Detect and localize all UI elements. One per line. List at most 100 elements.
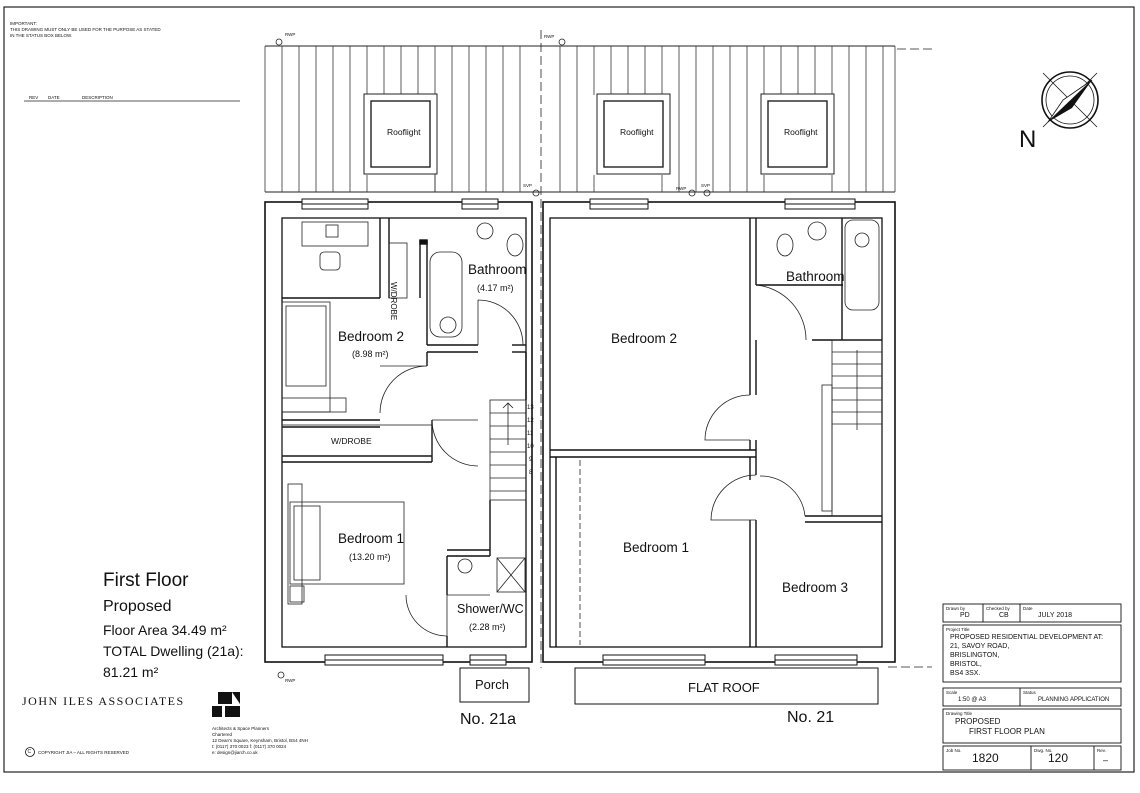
stair-number: 8 xyxy=(529,470,533,476)
rwp-label: RWP xyxy=(285,678,296,683)
room-label-21a-bedroom1: Bedroom 1 xyxy=(338,531,405,546)
stair-number: 9 xyxy=(529,457,533,463)
drawing-title-line: FIRST FLOOR PLAN xyxy=(969,727,1045,736)
floor-subtitle: Proposed xyxy=(103,598,172,615)
copyright-notice: COPYRIGHT JIA – ALL RIGHTS RESERVED xyxy=(38,750,129,755)
copyright-symbol: C xyxy=(27,748,32,755)
svp-marker xyxy=(703,189,711,197)
svp-marker xyxy=(532,189,540,197)
north-arrow-icon xyxy=(1041,71,1099,129)
wardrobe-label: W/DROBE xyxy=(331,436,372,446)
rev-value: – xyxy=(1103,755,1109,765)
project-line: 21, SAVOY ROAD, xyxy=(950,643,1010,650)
company-address-line: Architects & Space Planners xyxy=(212,726,270,731)
company-address-line: 12 Dean's Square, Keynsham, Bristol, BS4… xyxy=(212,738,308,743)
rooflight-1 xyxy=(363,93,438,175)
dwelling-label-21: No. 21 xyxy=(787,709,835,726)
project-title-label: Project Title xyxy=(946,627,970,632)
scale-value: 1:50 @ A3 xyxy=(958,697,987,703)
total-dwelling-value: 81.21 m² xyxy=(103,664,159,680)
room-label-21-bathroom: Bathroom xyxy=(786,269,845,284)
room-label-21-bedroom2: Bedroom 2 xyxy=(611,331,678,346)
drawing-title-line: PROPOSED xyxy=(955,717,1001,726)
dwg-no-value: 120 xyxy=(1048,751,1069,765)
drawn-by-value: PD xyxy=(960,612,970,619)
status-value: PLANNING APPLICATION xyxy=(1038,697,1110,703)
stair-number: 12 xyxy=(527,418,534,424)
windows-21a xyxy=(301,198,507,666)
north-label: N xyxy=(1019,126,1037,153)
important-note-line: THIS DRAWING MUST ONLY BE USED FOR THE P… xyxy=(10,27,161,32)
rooflight-label: Rooflight xyxy=(620,127,654,137)
copyright-icon xyxy=(25,747,35,757)
dwg-no-label: Dwg. No. xyxy=(1034,748,1053,753)
rooflight-label: Rooflight xyxy=(387,127,421,137)
drawn-by-label: Drawn by xyxy=(946,606,966,611)
porch-outline xyxy=(459,667,530,703)
checked-by-label: Checked by xyxy=(986,606,1010,611)
rooflight-3 xyxy=(760,93,835,175)
wardrobe-label-vertical: W/DROBE xyxy=(389,282,398,321)
project-line: BRISTOL, xyxy=(950,661,982,668)
date-value: JULY 2018 xyxy=(1038,612,1072,619)
svp-label: SVP xyxy=(523,183,533,188)
room-label-21a-bathroom: Bathroom xyxy=(468,262,527,277)
svp-label: SVP xyxy=(701,183,711,188)
door-swings-21 xyxy=(704,284,807,521)
rev-label: Rev. xyxy=(1097,748,1106,753)
room-label-21a-shower: Shower/WC xyxy=(457,602,524,616)
stair-number: 13 xyxy=(527,405,534,411)
sheet-border xyxy=(3,6,1135,773)
drawing-title-label: Drawing Title xyxy=(946,711,973,716)
company-name: JOHN ILES ASSOCIATES xyxy=(22,694,185,708)
important-note-heading: IMPORTANT: xyxy=(10,21,37,26)
date-label: Date xyxy=(1023,606,1033,611)
company-address-line: e: design@jiarch.co.uk xyxy=(212,750,258,755)
room-area-21a-shower: (2.28 m²) xyxy=(469,622,506,632)
door-swings-21a xyxy=(379,299,524,637)
room-area-21a-bedroom2: (8.98 m²) xyxy=(352,349,389,359)
room-area-21a-bathroom: (4.17 m²) xyxy=(477,283,514,293)
company-address-line: t: (0117) 370 0023 f: (0117) 370 0024 xyxy=(212,744,287,749)
scale-label: Scale xyxy=(946,690,958,695)
room-label-21a-bedroom2: Bedroom 2 xyxy=(338,329,405,344)
title-block xyxy=(942,603,1122,771)
rooflight-label: Rooflight xyxy=(784,127,818,137)
windows-21 xyxy=(589,198,858,666)
flat-roof-outline xyxy=(574,667,879,705)
furniture-21a xyxy=(281,221,526,605)
rwp-label: RWP xyxy=(285,32,296,37)
room-label-21-bedroom1: Bedroom 1 xyxy=(623,540,690,555)
staircase-21a xyxy=(489,399,527,501)
project-line: PROPOSED RESIDENTIAL DEVELOPMENT AT: xyxy=(950,634,1104,641)
flat-roof-label: FLAT ROOF xyxy=(688,680,760,695)
revision-header-rev: REV xyxy=(29,95,39,100)
floor-title: First Floor xyxy=(103,570,189,591)
floor-area: Floor Area 34.49 m² xyxy=(103,622,227,638)
revision-header-date: DATE xyxy=(48,95,60,100)
room-area-21a-bedroom1: (13.20 m²) xyxy=(349,552,391,562)
porch-label: Porch xyxy=(475,677,509,692)
staircase-21 xyxy=(821,339,883,517)
revision-header-description: DESCRIPTION xyxy=(82,95,113,100)
furniture-21 xyxy=(579,219,880,645)
rwp-marker xyxy=(558,38,566,46)
job-no-label: Job No. xyxy=(946,748,962,753)
dwelling-label-21a: No. 21a xyxy=(460,711,517,728)
project-line: BS4 3SX. xyxy=(950,670,981,677)
total-dwelling-label: TOTAL Dwelling (21a): xyxy=(103,643,244,659)
rwp-marker xyxy=(275,38,283,46)
stair-number: 10 xyxy=(527,444,534,450)
room-label-21-bedroom3: Bedroom 3 xyxy=(782,580,849,595)
checked-by-value: CB xyxy=(999,612,1009,619)
roof-area xyxy=(264,45,896,193)
important-note-line: IN THE STATUS BOX BELOW. xyxy=(10,33,73,38)
status-label: Status xyxy=(1023,690,1036,695)
rwp-marker xyxy=(277,671,285,679)
rwp-label: RWP xyxy=(676,186,687,191)
stair-number: 11 xyxy=(527,431,534,437)
rwp-label: RWP xyxy=(544,34,555,39)
company-logo-icon xyxy=(212,692,240,717)
company-address-line: Chartered xyxy=(212,732,233,737)
